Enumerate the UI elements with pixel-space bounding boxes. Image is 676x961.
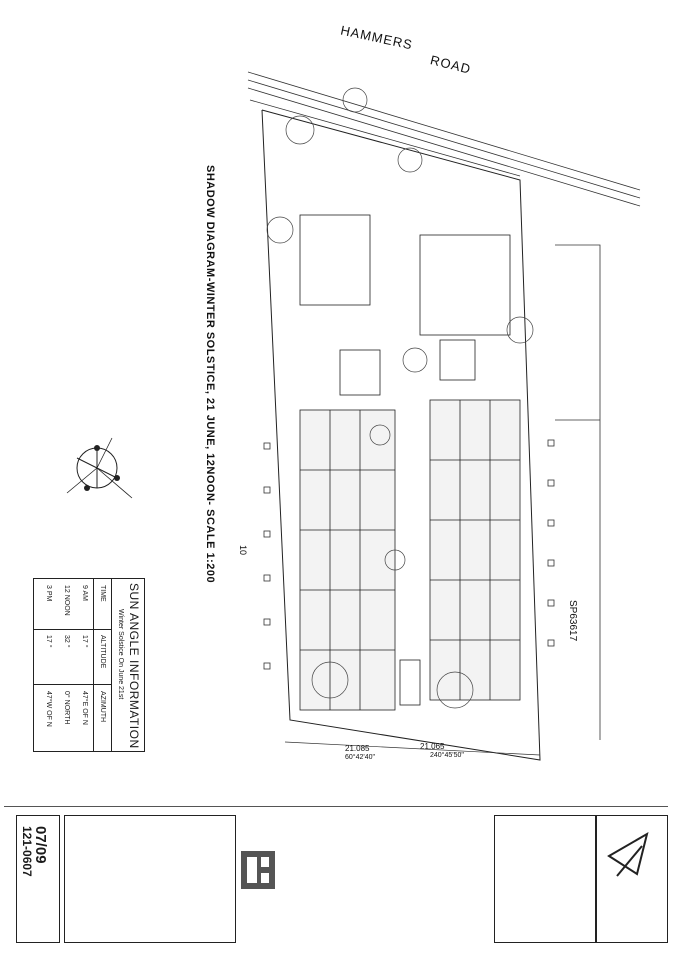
row-time: 12 NOON <box>63 585 70 616</box>
neighbour-boundary <box>555 244 601 740</box>
row-time: 9 AM <box>81 585 88 601</box>
dim-right-frontage: 21.065 <box>420 742 445 751</box>
row-azimuth: 0° NORTH <box>63 691 70 725</box>
lot-number: 10 <box>238 545 248 556</box>
sun-path-compass-icon <box>66 437 133 499</box>
title-block: 07/09 121-0607 <box>4 806 668 947</box>
row-altitude: 17 ° <box>81 635 88 648</box>
project-info-box <box>64 815 236 943</box>
site-boundary <box>261 109 541 761</box>
sun-angle-title: SUN ANGLE INFORMATION <box>127 583 141 749</box>
header-altitude: ALTITUDE <box>99 635 106 669</box>
boundary-markers <box>263 439 555 670</box>
header-azimuth: AZIMUTH <box>99 691 106 723</box>
row-altitude: 32 ° <box>63 635 70 648</box>
project-number: 121-0607 <box>20 826 34 877</box>
north-arrow-icon <box>607 831 649 877</box>
sun-angle-subtitle: Winter Solstice On June 21st <box>117 609 124 700</box>
unit-blocks-right <box>429 399 521 701</box>
row-azimuth: 47°E OF N <box>81 691 88 725</box>
dim-bearing: 240°45'50" <box>430 752 464 759</box>
unit-blocks-left <box>299 409 396 711</box>
dim-left-frontage: 21.085 <box>345 744 370 753</box>
road-edges <box>247 71 641 207</box>
north-arrow-box <box>596 815 668 943</box>
row-azimuth: 47°W OF N <box>45 691 52 727</box>
bottom-dimension <box>284 741 541 756</box>
row-altitude: 17 ° <box>45 635 52 648</box>
trees <box>266 87 534 709</box>
sp-label: SP63617 <box>567 600 578 642</box>
diagram-title: SHADOW DIAGRAM-WINTER SOLSTICE, 21 JUNE,… <box>204 165 216 584</box>
row-time: 3 PM <box>45 585 52 602</box>
firm-logo-icon <box>241 851 275 889</box>
header-time: TIME <box>99 585 106 602</box>
revision-box <box>494 815 596 943</box>
sun-angle-table: SUN ANGLE INFORMATION Winter Solstice On… <box>33 578 145 752</box>
dim-left-bearing: 60°42'40" <box>345 754 375 761</box>
project-number-box: 121-0607 <box>16 815 39 943</box>
existing-structures <box>299 214 511 706</box>
